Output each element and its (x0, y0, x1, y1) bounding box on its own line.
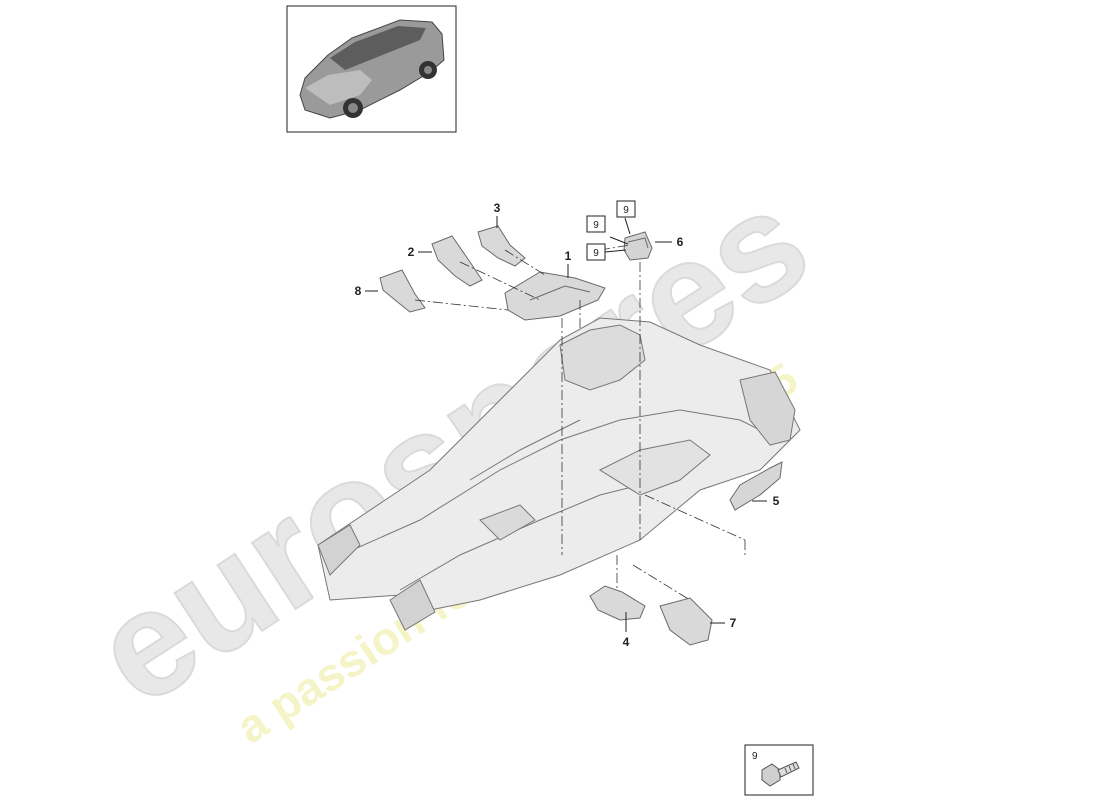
callout-5: 5 (773, 494, 780, 508)
part-4-shield[interactable] (589, 585, 646, 621)
svg-text:9: 9 (593, 220, 599, 231)
boxed-callouts: 9 9 9 (586, 200, 636, 261)
part-5-side-panel[interactable] (729, 461, 783, 511)
bolt-icon (761, 761, 800, 787)
assembly-guide-lines (414, 244, 746, 601)
part-7-shield[interactable] (659, 597, 713, 646)
boxed-callout-9a: 9 (586, 215, 606, 233)
callout-7: 7 (730, 616, 737, 630)
part-2-insulation-panel[interactable] (431, 235, 483, 287)
callout-2: 2 (408, 245, 415, 259)
callout-1: 1 (565, 249, 572, 263)
callout-3: 3 (494, 201, 501, 215)
boxed-callout-9b: 9 (616, 200, 636, 218)
callout-4: 4 (623, 635, 630, 649)
vehicle-thumbnail (286, 5, 457, 133)
part-3-insulation-panel[interactable] (477, 225, 526, 267)
svg-text:9: 9 (593, 248, 599, 259)
svg-text:9: 9 (623, 205, 629, 216)
part-1-tunnel-heat-shield[interactable] (504, 271, 606, 321)
legend-part-9: 9 (744, 744, 814, 796)
legend-label: 9 (752, 751, 758, 762)
part-8-insulation-panel[interactable] (379, 269, 426, 313)
underbody-floor-assembly (317, 317, 801, 631)
callout-labels: 1 2 3 4 5 6 7 8 (355, 201, 780, 649)
callout-8: 8 (355, 284, 362, 298)
boxed-callout-9c: 9 (586, 243, 606, 261)
car-icon (299, 19, 445, 119)
callout-leaders (365, 216, 767, 632)
callout-6: 6 (677, 235, 684, 249)
